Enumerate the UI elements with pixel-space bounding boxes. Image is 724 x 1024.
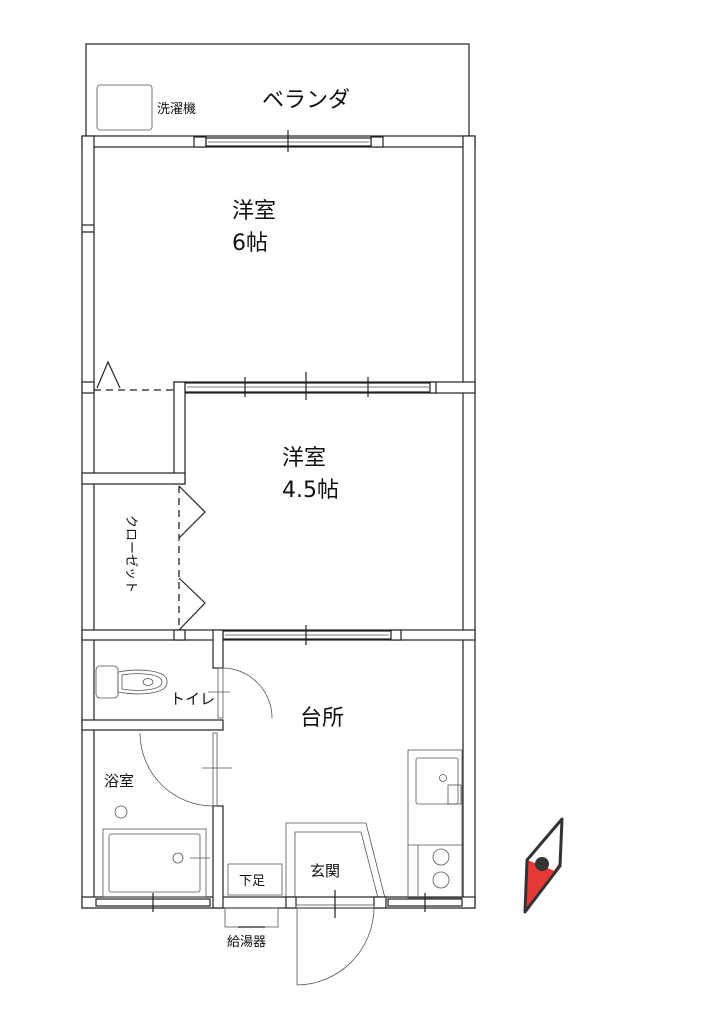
closet-label: クローゼット: [123, 515, 138, 593]
western-room-1-name: 洋室: [232, 199, 276, 224]
wall-between-rooms: [81, 360, 476, 400]
bathroom-label: 浴室: [104, 772, 134, 790]
western-room-1-size: 6帖: [232, 231, 268, 256]
western-room-2-size: 4.5帖: [282, 478, 339, 503]
bathtub-icon: [102, 828, 210, 898]
water-heater-label: 給湯器: [227, 935, 266, 950]
shoe-cabinet: [227, 863, 283, 896]
water-heater: [224, 907, 279, 928]
toilet-fixture-icon: [95, 665, 168, 699]
entrance-door[interactable]: [285, 890, 375, 986]
washing-machine-label: 洗濯機: [157, 102, 196, 117]
closet-walls: [81, 381, 206, 631]
shoe-cabinet-label: 下足: [239, 874, 265, 889]
bathroom-door[interactable]: [139, 732, 232, 807]
entrance-area: [285, 822, 386, 899]
wall-wet-area: [81, 629, 224, 909]
toilet-door[interactable]: [208, 667, 273, 719]
sink-counter-icon: [407, 749, 463, 899]
veranda-label: ベランダ: [262, 88, 350, 113]
drain-icon: [114, 805, 128, 819]
outer-walls: [81, 135, 476, 909]
western-room-2-name: 洋室: [282, 446, 326, 471]
kitchen-label: 台所: [300, 706, 344, 731]
toilet-label: トイレ: [170, 690, 215, 708]
entrance-label: 玄関: [310, 862, 340, 880]
stove-icon: [432, 848, 450, 889]
window-bottom-right: [373, 893, 463, 912]
wall-kitchen-top: [81, 625, 476, 645]
washing-machine-icon: [96, 84, 153, 131]
compass-north-icon: [523, 817, 564, 914]
window-top: [193, 130, 384, 152]
window-bottom-left: [95, 893, 211, 912]
